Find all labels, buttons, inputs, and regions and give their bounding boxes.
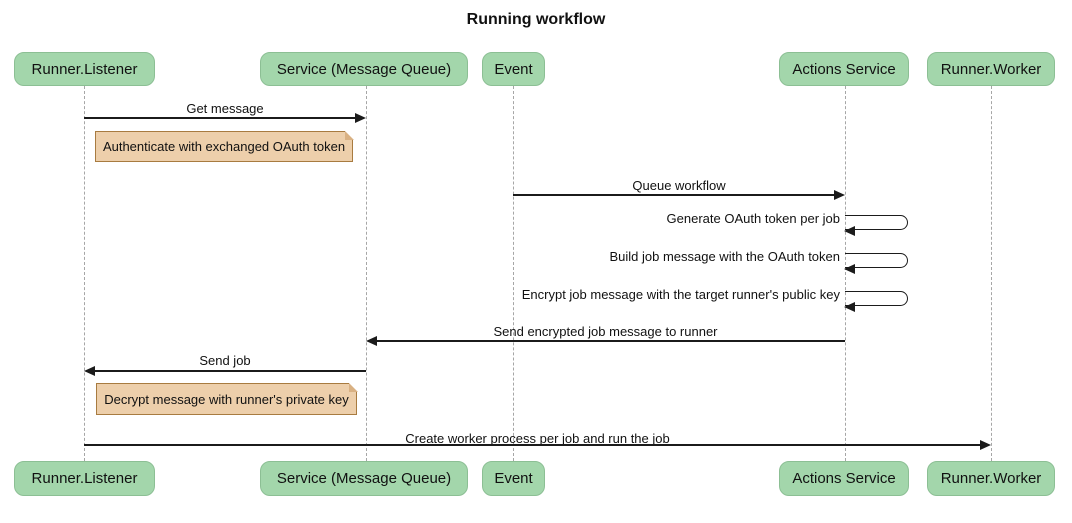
actor-runner-listener-top: Runner.Listener [14,52,155,86]
arrowhead [844,264,855,274]
actor-service-message-queue-top: Service (Message Queue) [260,52,468,86]
message-label: Send encrypted job message to runner [493,324,718,339]
message-label: Generate OAuth token per job [666,211,840,226]
arrowhead [84,366,95,376]
actor-runner-worker-top: Runner.Worker [927,52,1055,86]
actor-event-top: Event [482,52,545,86]
arrowhead [355,113,366,123]
message-label: Encrypt job message with the target runn… [521,287,840,302]
arrowhead [844,302,855,312]
message-line [84,444,981,446]
note-fold-corner [348,382,358,392]
message-line [84,117,356,119]
note-authenticate: Authenticate with exchanged OAuth token [95,130,354,162]
note-label: Authenticate with exchanged OAuth token [102,139,346,154]
message-label: Queue workflow [632,178,726,193]
arrowhead [980,440,991,450]
actor-runner-worker-bottom: Runner.Worker [927,461,1055,496]
lifeline-runner-listener [84,86,85,461]
message-line [376,340,845,342]
arrowhead [366,336,377,346]
actor-runner-listener-bottom: Runner.Listener [14,461,155,496]
message-label: Send job [199,353,251,368]
diagram-title: Running workflow [466,11,606,28]
message-label: Build job message with the OAuth token [609,249,840,264]
self-loop-arrow [844,253,908,274]
arrowhead [844,226,855,236]
self-loop-arrow [844,215,908,236]
message-label: Create worker process per job and run th… [405,431,670,446]
actor-actions-service-top: Actions Service [779,52,909,86]
actor-event-bottom: Event [482,461,545,496]
actor-actions-service-bottom: Actions Service [779,461,909,496]
message-line [513,194,835,196]
note-decrypt: Decrypt message with runner's private ke… [96,382,358,415]
message-line [94,370,366,372]
lifeline-event [513,86,514,461]
actor-service-message-queue-bottom: Service (Message Queue) [260,461,468,496]
self-loop-arrow [844,291,908,312]
note-label: Decrypt message with runner's private ke… [104,391,349,407]
message-label: Get message [186,101,264,116]
note-fold-corner [344,130,354,140]
arrowhead [834,190,845,200]
lifeline-service-message-queue [366,86,367,461]
lifeline-runner-worker [991,86,992,461]
